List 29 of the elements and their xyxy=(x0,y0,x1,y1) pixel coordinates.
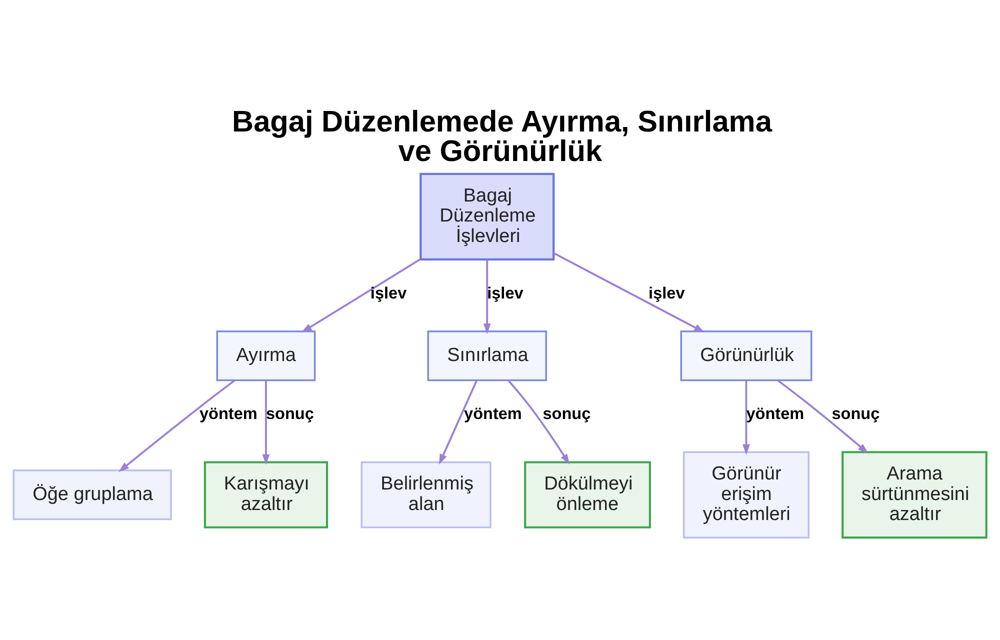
edge-label: işlev xyxy=(487,284,524,302)
arrow xyxy=(553,252,705,332)
node-box: Görünür erişim yöntemleri xyxy=(682,450,810,538)
edge-label: yöntem xyxy=(464,404,522,422)
node-box: Görünürlük xyxy=(680,330,812,381)
node-box: Karışmayı azaltır xyxy=(204,460,328,528)
arrow xyxy=(262,380,270,464)
edge-label: işlev xyxy=(648,284,685,302)
diagram-title: Bagaj Düzenlemede Ayırma, Sınırlama ve Görünürlük xyxy=(232,104,772,168)
node-box: Belirlenmiş alan xyxy=(360,460,492,528)
edge-label: yöntem xyxy=(199,404,258,422)
arrow xyxy=(483,259,491,334)
arrow xyxy=(508,380,570,464)
arrow xyxy=(438,379,478,464)
arrow xyxy=(118,379,236,472)
edge-label: sonuç xyxy=(542,404,591,422)
edge-label: sonuç xyxy=(266,404,314,422)
node-box: Dökülmeyi önleme xyxy=(524,460,651,528)
node-box: Bagaj Düzenleme İşlevleri xyxy=(420,172,555,260)
edge-label: sonuç xyxy=(832,404,880,422)
arrow xyxy=(777,379,868,454)
edge-label: yöntem xyxy=(746,404,804,422)
node-box: Sınırlama xyxy=(427,330,548,381)
node-box: Ayırma xyxy=(216,330,316,381)
arrow xyxy=(742,380,750,454)
edge-label: işlev xyxy=(370,284,407,302)
node-box: Öğe gruplama xyxy=(12,469,172,520)
node-box: Arama sürtünmesini azaltır xyxy=(842,450,988,538)
arrow xyxy=(301,258,421,332)
